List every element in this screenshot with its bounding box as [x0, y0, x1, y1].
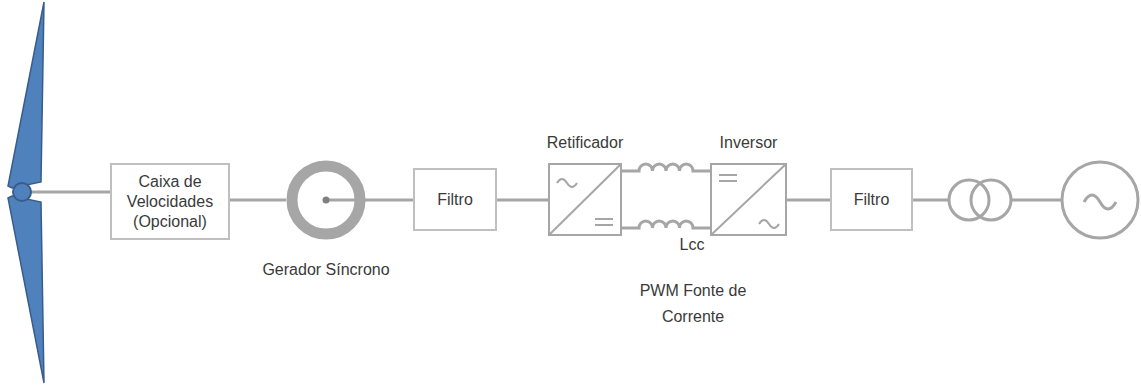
rectifier-box: Retificador	[548, 163, 622, 236]
blade	[8, 2, 44, 188]
dc-symbol	[595, 218, 613, 220]
node-label: Retificador	[547, 133, 623, 153]
node-outline	[710, 163, 787, 236]
generator-circle: Gerador Síncrono	[286, 160, 366, 240]
connector	[497, 199, 548, 202]
generator-dot	[323, 197, 330, 204]
node-outline	[286, 160, 366, 240]
node-label: Gerador Síncrono	[262, 260, 389, 280]
grid-source-symbol	[1062, 162, 1138, 238]
node-label: Caixa de Velocidades (Opcional)	[120, 172, 220, 232]
ac-symbol	[1084, 195, 1116, 209]
connector	[230, 199, 286, 202]
ac-symbol	[759, 220, 779, 228]
node-outline	[548, 163, 622, 236]
transformer-symbol	[971, 180, 1011, 220]
dc-symbol	[719, 180, 737, 182]
gearbox-box: Caixa de Velocidades (Opcional)	[110, 163, 230, 240]
component-label: Lcc	[662, 232, 722, 258]
filter-box: Filtro	[413, 168, 497, 231]
converter-diagonal	[549, 164, 621, 235]
transformer-symbol	[949, 180, 989, 220]
wire	[1011, 199, 1062, 202]
node-label: Filtro	[437, 190, 473, 210]
converter-diagonal	[711, 164, 786, 235]
turbine-rotor	[8, 2, 112, 383]
connector	[787, 199, 830, 202]
shaft	[28, 191, 112, 194]
filter-box: Filtro	[830, 168, 913, 231]
converter-outline	[549, 164, 621, 235]
connector	[366, 199, 413, 202]
converter-type-label: PWM Fonte de Corrente	[628, 278, 758, 330]
converter-outline	[711, 164, 786, 235]
generator-ring	[292, 166, 360, 234]
node-label: Filtro	[854, 190, 890, 210]
hub	[13, 183, 31, 201]
dc-symbol	[719, 174, 737, 176]
blade	[8, 196, 44, 383]
inductor-link	[622, 164, 710, 171]
ac-symbol	[557, 179, 577, 187]
dc-symbol	[595, 224, 613, 226]
wire	[913, 199, 949, 202]
inductor-link	[622, 221, 710, 228]
inverter-box: Inversor	[710, 163, 787, 236]
node-label: Inversor	[720, 133, 778, 153]
